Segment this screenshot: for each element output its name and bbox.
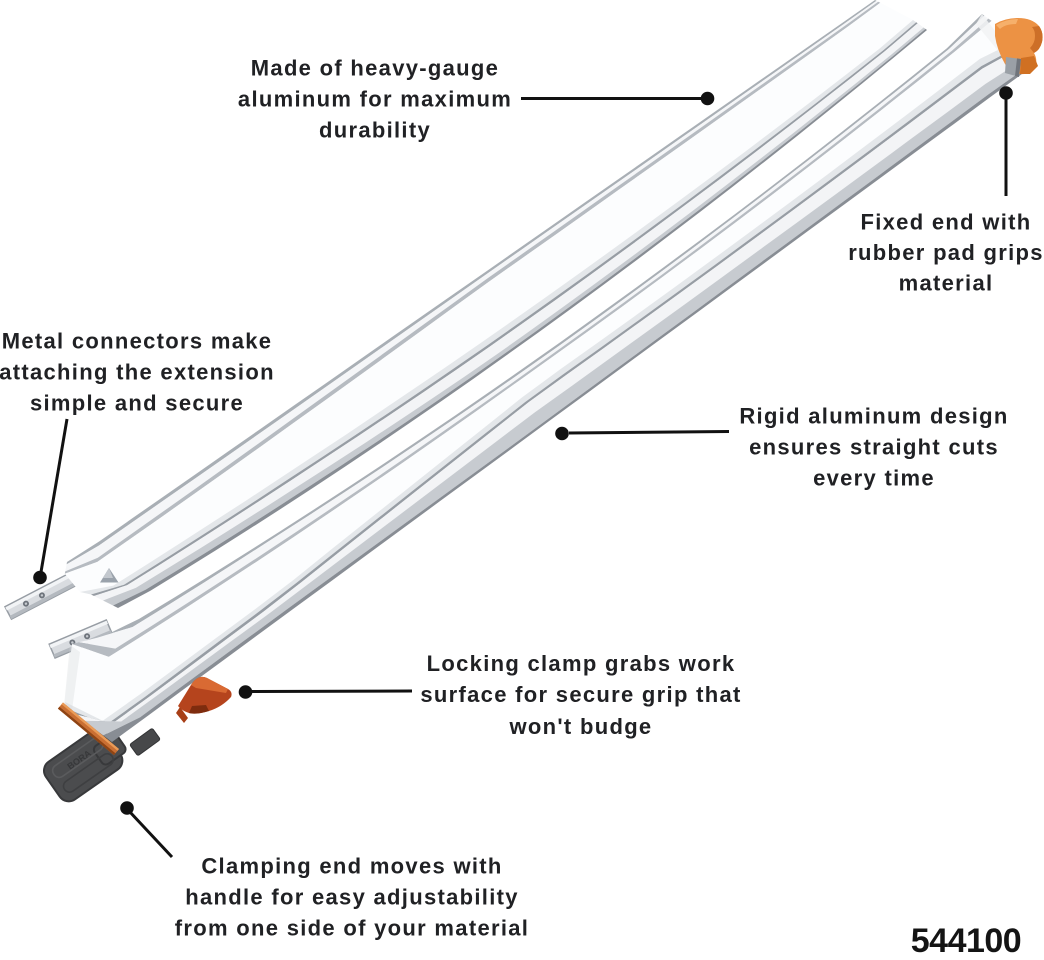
svg-text:Made of heavy-gauge: Made of heavy-gauge <box>251 56 499 81</box>
svg-text:Clamping end moves with: Clamping end moves with <box>201 854 502 879</box>
svg-text:material: material <box>899 271 994 296</box>
svg-text:every time: every time <box>813 466 935 491</box>
svg-text:Locking clamp grabs work: Locking clamp grabs work <box>427 651 736 676</box>
svg-text:544100: 544100 <box>911 922 1021 955</box>
svg-text:Metal connectors make: Metal connectors make <box>2 329 273 354</box>
svg-text:Rigid aluminum design: Rigid aluminum design <box>739 404 1008 429</box>
svg-text:from one side of your material: from one side of your material <box>175 916 529 941</box>
svg-text:surface for secure grip that: surface for secure grip that <box>420 682 741 707</box>
svg-text:Fixed end with: Fixed end with <box>861 210 1032 235</box>
svg-text:simple and secure: simple and secure <box>30 390 244 415</box>
svg-text:ensures straight cuts: ensures straight cuts <box>749 435 999 460</box>
svg-text:durability: durability <box>319 118 431 143</box>
svg-text:rubber pad grips: rubber pad grips <box>848 240 1044 265</box>
svg-text:won't budge: won't budge <box>509 714 653 739</box>
svg-text:attaching the extension: attaching the extension <box>0 360 275 385</box>
svg-text:handle for easy adjustability: handle for easy adjustability <box>185 885 519 910</box>
svg-text:aluminum for maximum: aluminum for maximum <box>238 87 512 112</box>
